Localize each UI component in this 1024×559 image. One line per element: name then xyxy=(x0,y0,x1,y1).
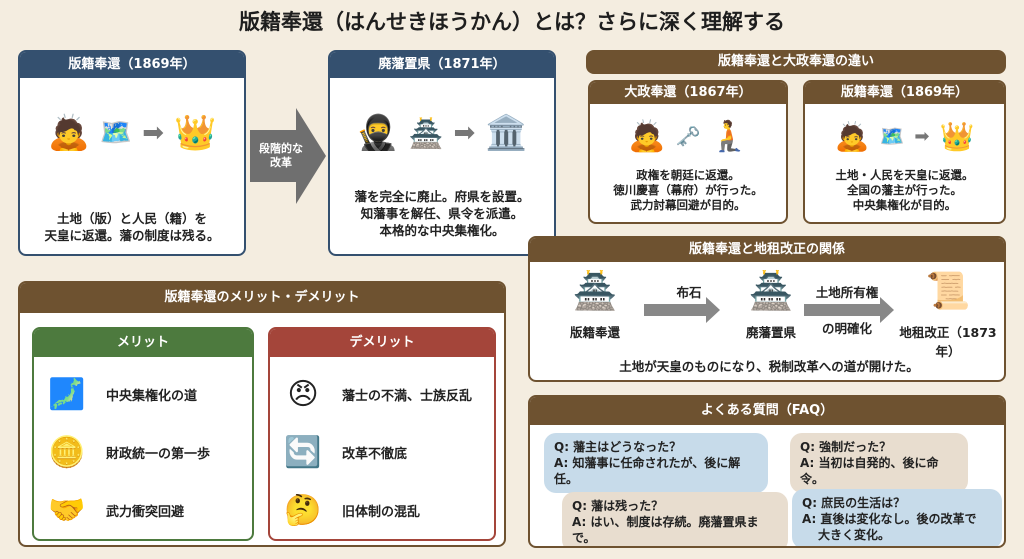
chiso-card: 版籍奉還と地租改正の関係 🏯 版籍奉還 布石 🏯 廃藩置県 土地所有権 の明確化 📜… xyxy=(528,236,1006,382)
castle-icon: 🏯 xyxy=(748,271,794,312)
haihan-text-2: 知藩事を解任、県令を派遣。 xyxy=(360,206,524,221)
arrow-icon: ➡ xyxy=(453,118,476,148)
haihan-header: 廃藩置県（1871年） xyxy=(330,52,554,78)
merit-header: メリット xyxy=(34,329,252,357)
stage-label: 廃藩置県 xyxy=(745,325,796,340)
hanseki-text-1: 土地（版）と人民（籍）を xyxy=(56,211,207,226)
merits-card: 版籍奉還のメリット・デメリット メリット 🗾 中央集権化の道 🪙 財政統一の第一歩 … xyxy=(18,281,506,547)
merit-label: 中央集権化の道 xyxy=(106,388,198,404)
hanseki-compare-line: 土地・人民を天皇に返還。 xyxy=(835,168,974,182)
bowing-lord-icon: 🙇 xyxy=(47,113,90,153)
transition-line-1: 段階的な xyxy=(259,142,303,155)
castle-icon: 🏯 xyxy=(408,116,444,150)
haihan-card: 廃藩置県（1871年） 🥷 🏯 ➡ 🏛️ 藩を完全に廃止。府県を設置。知藩事を解任、県… xyxy=(328,50,556,256)
taisei-illustration: 🙇 🗝️ 🧎 xyxy=(590,104,786,168)
transition-line-2: 改革 xyxy=(270,156,292,169)
chiso-summary: 土地が天皇のものになり、税制改革への道が開けた。 xyxy=(619,359,919,374)
emperor-icon: 👑 xyxy=(174,113,217,153)
stage-label: 地租改正（1873年） xyxy=(899,325,997,359)
hanseki-header: 版籍奉還（1869年） xyxy=(20,52,244,78)
arrow1 xyxy=(644,297,720,323)
arrow1-label: 布石 xyxy=(676,285,702,300)
hanseki-compare-header: 版籍奉還（1869年） xyxy=(805,82,1004,104)
merit-item: 🗾 中央集権化の道 xyxy=(34,365,252,423)
haihan-text-1: 藩を完全に廃止。府県を設置。 xyxy=(354,189,530,204)
stage-chiso: 📜 地租改正（1873年） xyxy=(892,270,1004,360)
government-building-icon: 🏛️ xyxy=(485,113,528,153)
taisei-line: 武力討幕回避が目的。 xyxy=(630,198,746,212)
confused-person-icon: 🤔 xyxy=(284,492,322,528)
hanseki-compare-card: 版籍奉還（1869年） 🙇 🗺️ ➡ 👑 土地・人民を天皇に返還。全国の藩主が行った。… xyxy=(803,80,1006,224)
merit-label: 財政統一の第一歩 xyxy=(106,446,211,462)
hanseki-compare-illustration: 🙇 🗺️ ➡ 👑 xyxy=(805,104,1004,168)
map-scroll-icon: 🗺️ xyxy=(99,118,133,148)
transition-arrow: 段階的な改革 xyxy=(250,108,326,204)
faq-question: Q: 藩主はどうなった？ xyxy=(554,440,682,454)
faq-answer: A: 当初は自発的、後に命令。 xyxy=(800,456,939,486)
faq-bubble: Q: 藩は残った？ A: はい、制度は存続。廃藩置県まで。 xyxy=(562,492,788,546)
taisei-card: 大政奉還（1867年） 🙇 🗝️ 🧎 政権を朝廷に返還。徳川慶喜（幕府）が行った。武… xyxy=(588,80,788,224)
japan-map-icon: 🗾 xyxy=(48,376,86,412)
merit-item: 🪙 財政統一の第一歩 xyxy=(34,423,252,481)
faq-answer: A: はい、制度は存続。廃藩置県まで。 xyxy=(572,515,759,545)
key-icon: 🗝️ xyxy=(675,124,701,148)
faq-answer: A: 知藩事に任命されたが、後に解任。 xyxy=(554,456,741,486)
merit-item: 🤝 武力衝突回避 xyxy=(34,481,252,539)
demerit-item: 🤔 旧体制の混乱 xyxy=(270,481,494,539)
faq-bubble: Q: 藩主はどうなった？ A: 知藩事に任命されたが、後に解任。 xyxy=(544,433,768,493)
faq-bubble: Q: 強制だった？ A: 当初は自発的、後に命令。 xyxy=(790,433,968,493)
map-scroll-icon: 🗺️ xyxy=(879,124,905,148)
emperor-icon: 👑 xyxy=(939,119,975,153)
demerit-label: 改革不徹底 xyxy=(342,446,408,462)
document-quill-icon: 📜 xyxy=(925,271,971,312)
demerit-box: デメリット 😠 藩士の不満、士族反乱 🔄 改革不徹底 🤔 旧体制の混乱 xyxy=(268,327,496,541)
arrow-icon: ➡ xyxy=(914,125,930,147)
demerit-item: 😠 藩士の不満、士族反乱 xyxy=(270,365,494,423)
handshake-icon: 🤝 xyxy=(48,492,86,528)
noble-icon: 🧎 xyxy=(710,118,748,154)
demerit-label: 旧体制の混乱 xyxy=(342,504,421,520)
castle-icon: 🏯 xyxy=(572,271,618,312)
taisei-line: 徳川慶喜（幕府）が行った。 xyxy=(613,183,763,197)
stage-haihan: 🏯 廃藩置県 xyxy=(726,270,816,341)
faq-answer-cont: 大きく変化。 xyxy=(818,528,891,542)
stage-label: 版籍奉還 xyxy=(569,325,620,340)
merit-label: 武力衝突回避 xyxy=(106,504,185,520)
samurai-icon: 🥷 xyxy=(356,113,399,153)
demerit-header: デメリット xyxy=(270,329,494,357)
faq-question: Q: 強制だった？ xyxy=(800,440,892,454)
faq-bubble: Q: 庶民の生活は？ A: 直後は変化なし。後の改革で大きく変化。 xyxy=(792,489,1002,546)
arrow2 xyxy=(804,297,894,323)
arrow-icon: ➡ xyxy=(142,118,165,148)
chiso-header: 版籍奉還と地租改正の関係 xyxy=(530,238,1004,262)
merit-box: メリット 🗾 中央集権化の道 🪙 財政統一の第一歩 🤝 武力衝突回避 xyxy=(32,327,254,541)
page-title: 版籍奉還（はんせきほうかん）とは？さらに深く理解する xyxy=(239,10,785,34)
coins-icon: 🪙 xyxy=(48,434,86,470)
hanseki-illustration: 🙇 🗺️ ➡ 👑 xyxy=(20,78,244,188)
faq-header: よくある質問（FAQ） xyxy=(530,397,1004,425)
faq-card: よくある質問（FAQ） Q: 藩主はどうなった？ A: 知藩事に任命されたが、後に… xyxy=(528,395,1006,548)
shogun-icon: 🙇 xyxy=(628,118,666,154)
hanseki-compare-line: 全国の藩主が行った。 xyxy=(847,183,962,197)
faq-answer: A: 直後は変化なし。後の改革で xyxy=(802,512,977,526)
arrow2-label-1: 土地所有権 xyxy=(815,285,879,300)
demerit-item: 🔄 改革不徹底 xyxy=(270,423,494,481)
difference-header: 版籍奉還と大政奉還の違い xyxy=(586,50,1006,74)
hanseki-compare-line: 中央集権化が目的。 xyxy=(852,198,957,212)
haihan-text-3: 本格的な中央集権化。 xyxy=(379,223,505,238)
hanseki-text-2: 天皇に返還。藩の制度は残る。 xyxy=(44,228,220,243)
pie-chart-person-icon: 🔄 xyxy=(284,434,322,470)
stage-hanseki: 🏯 版籍奉還 xyxy=(550,270,640,341)
arrow2-label-2: の明確化 xyxy=(821,321,872,336)
haihan-illustration: 🥷 🏯 ➡ 🏛️ xyxy=(330,78,554,188)
taisei-header: 大政奉還（1867年） xyxy=(590,82,786,104)
faq-question: Q: 藩は残った？ xyxy=(572,499,664,513)
bowing-lord-icon: 🙇 xyxy=(834,119,870,153)
angry-samurai-icon: 😠 xyxy=(287,376,319,412)
faq-question: Q: 庶民の生活は？ xyxy=(802,496,906,510)
demerit-label: 藩士の不満、士族反乱 xyxy=(342,388,473,404)
taisei-line: 政権を朝廷に返還。 xyxy=(636,168,740,182)
merits-header: 版籍奉還のメリット・デメリット xyxy=(20,283,504,313)
hanseki-card: 版籍奉還（1869年） 🙇 🗺️ ➡ 👑 土地（版）と人民（籍）を天皇に返還。藩の制度… xyxy=(18,50,246,256)
